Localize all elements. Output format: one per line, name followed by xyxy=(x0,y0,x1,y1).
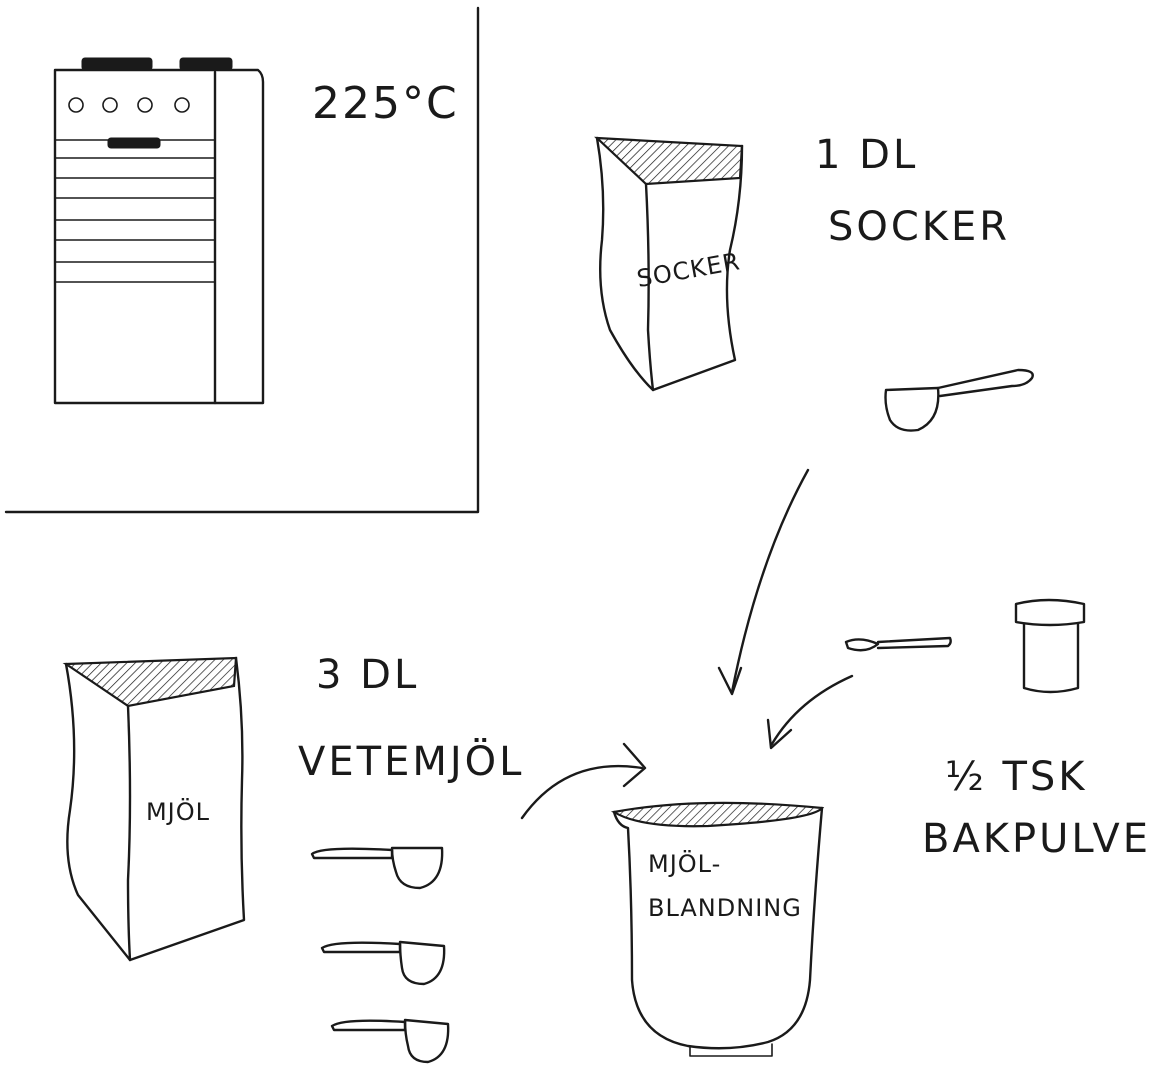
oven-knob xyxy=(69,98,83,112)
baking-powder-name-label: BAKPULVER xyxy=(922,816,1154,862)
flour-bag-label: MJÖL xyxy=(146,797,210,826)
sugar-amount-label: 1 DL xyxy=(815,132,918,178)
sugar-name-label: SOCKER xyxy=(828,204,1010,250)
bowl-label-line1: MJÖL- xyxy=(648,849,721,878)
oven-icon xyxy=(55,58,263,403)
flour-amount-label: 3 DL xyxy=(316,652,419,698)
oven-hob-right xyxy=(180,58,232,70)
oven-temperature-label: 225°C xyxy=(312,78,459,129)
oven-hob-left xyxy=(82,58,152,70)
measuring-cup-icon xyxy=(312,848,442,888)
arrow-sugar-to-bowl-icon xyxy=(719,470,808,694)
oven-knob xyxy=(175,98,189,112)
bowl-label-line2: BLANDNING xyxy=(648,894,802,922)
oven-handle xyxy=(108,138,160,148)
mixing-bowl-icon xyxy=(614,803,822,1056)
oven-knob xyxy=(138,98,152,112)
measuring-cup-icon xyxy=(332,1020,448,1062)
arrow-baking-powder-to-bowl-icon xyxy=(768,676,852,748)
arrow-flour-to-bowl-icon xyxy=(522,744,645,818)
teaspoon-icon xyxy=(846,638,951,650)
measuring-cup-icon xyxy=(322,942,444,984)
measuring-cup-icon xyxy=(886,370,1033,431)
flour-name-label: VETEMJÖL xyxy=(298,737,524,785)
baking-powder-jar-icon xyxy=(1016,600,1084,692)
baking-powder-amount-label: ½ TSK xyxy=(945,754,1088,800)
oven-knob xyxy=(103,98,117,112)
